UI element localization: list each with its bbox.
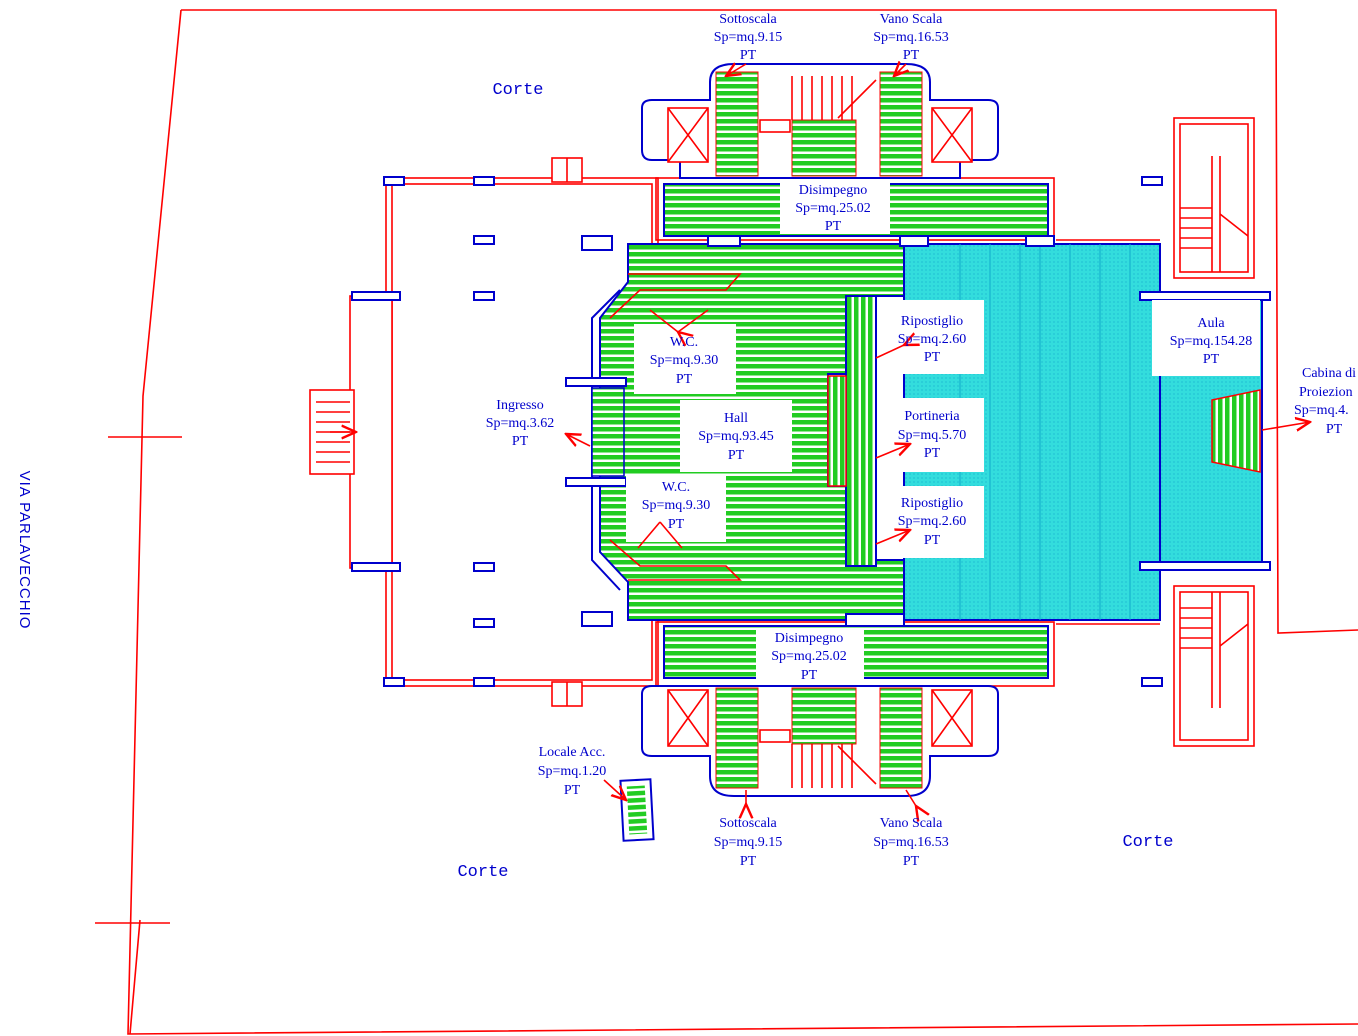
room-area: Sp=mq.2.60: [898, 332, 967, 347]
room-area: Sp=mq.2.60: [898, 514, 967, 529]
room-area: Sp=mq.9.30: [650, 353, 719, 368]
room-label-disimpegno-south: Disimpegno Sp=mq.25.02 PT: [771, 631, 847, 683]
room-area: Sp=mq.16.53: [873, 835, 949, 850]
room-label-ripostiglio-north: Ripostiglio Sp=mq.2.60 PT: [898, 314, 967, 365]
room-name: Sottoscala: [719, 12, 777, 27]
room-name: Vano Scala: [880, 12, 943, 27]
east-stair-south: [1173, 585, 1255, 747]
room-floor: PT: [564, 783, 581, 798]
room-name: Hall: [724, 411, 748, 426]
courtyard-label-southeast: Corte: [1122, 833, 1173, 852]
room-area: Sp=mq.1.20: [538, 764, 607, 779]
entrance-steps: [316, 401, 356, 463]
room-name-2: Proiezion: [1299, 385, 1353, 400]
street-label: VIA PARLAVECCHIO: [16, 471, 33, 630]
room-name: Locale Acc.: [539, 745, 606, 760]
room-area: Sp=mq.9.30: [642, 498, 711, 513]
service-strip: [827, 295, 877, 567]
label-backgrounds: [626, 182, 1260, 682]
room-name: Portineria: [904, 409, 960, 424]
leader-arrows: [566, 64, 1310, 806]
south-stair-tower: [641, 685, 999, 797]
east-stair-north: [1173, 117, 1255, 279]
room-name: Sottoscala: [719, 816, 777, 831]
room-label-sottoscala-south: Sottoscala Sp=mq.9.15 PT: [714, 816, 783, 869]
room-name: Vano Scala: [880, 816, 943, 831]
courtyard-label-southwest: Corte: [457, 863, 508, 882]
room-name: Ingresso: [496, 398, 543, 413]
room-floor: PT: [801, 668, 818, 683]
room-floor: PT: [903, 48, 920, 63]
room-area: Sp=mq.9.15: [714, 835, 783, 850]
room-name: Aula: [1197, 316, 1225, 331]
room-name: W.C.: [662, 480, 690, 495]
room-area: Sp=mq.3.62: [486, 416, 555, 431]
room-label-wc-north: W.C. Sp=mq.9.30 PT: [650, 335, 719, 387]
room-floor: PT: [668, 517, 685, 532]
room-floor: PT: [1326, 422, 1343, 437]
room-label-wc-south: W.C. Sp=mq.9.30 PT: [642, 480, 711, 532]
lot-boundary: [95, 9, 1358, 1035]
room-label-vano-scala-south: Vano Scala Sp=mq.16.53 PT: [873, 816, 949, 869]
courtyard-label-north: Corte: [492, 81, 543, 100]
room-label-sottoscala-north: Sottoscala Sp=mq.9.15 PT: [714, 12, 783, 63]
room-area: Sp=mq.5.70: [898, 428, 967, 443]
room-floor: PT: [924, 446, 941, 461]
room-label-cabina-proiezione: Cabina di Proiezion Sp=mq.4. PT: [1294, 366, 1356, 437]
room-name: Ripostiglio: [901, 314, 963, 329]
room-floor: PT: [924, 533, 941, 548]
room-area: Sp=mq.9.15: [714, 30, 783, 45]
room-floor: PT: [924, 350, 941, 365]
room-name: W.C.: [670, 335, 698, 350]
room-floor: PT: [728, 448, 745, 463]
room-area: Sp=mq.93.45: [698, 429, 774, 444]
room-floor: PT: [512, 434, 529, 449]
room-floor: PT: [825, 219, 842, 234]
north-stair-tower: [641, 63, 999, 179]
room-name: Ripostiglio: [901, 496, 963, 511]
room-floor: PT: [740, 48, 757, 63]
room-name: Cabina di: [1302, 366, 1356, 381]
room-label-ingresso: Ingresso Sp=mq.3.62 PT: [486, 398, 555, 449]
room-area: Sp=mq.16.53: [873, 30, 949, 45]
room-area: Sp=mq.25.02: [795, 201, 871, 216]
room-area: Sp=mq.4.: [1294, 403, 1349, 418]
room-label-ripostiglio-south: Ripostiglio Sp=mq.2.60 PT: [898, 496, 967, 548]
room-floor: PT: [1203, 352, 1220, 367]
ingresso-room: [565, 377, 627, 487]
room-label-portineria: Portineria Sp=mq.5.70 PT: [898, 409, 967, 461]
room-label-vano-scala-north: Vano Scala Sp=mq.16.53 PT: [873, 12, 949, 63]
room-label-aula: Aula Sp=mq.154.28 PT: [1170, 316, 1253, 367]
room-floor: PT: [740, 854, 757, 869]
room-area: Sp=mq.154.28: [1170, 334, 1253, 349]
room-floor: PT: [676, 372, 693, 387]
room-label-locale-acc: Locale Acc. Sp=mq.1.20 PT: [538, 745, 607, 798]
room-name: Disimpegno: [775, 631, 843, 646]
room-label-disimpegno-north: Disimpegno Sp=mq.25.02 PT: [795, 183, 871, 234]
room-area: Sp=mq.25.02: [771, 649, 847, 664]
room-floor: PT: [903, 854, 920, 869]
room-label-hall: Hall Sp=mq.93.45 PT: [698, 411, 774, 463]
locale-acc-box: [619, 778, 655, 842]
room-name: Disimpegno: [799, 183, 867, 198]
